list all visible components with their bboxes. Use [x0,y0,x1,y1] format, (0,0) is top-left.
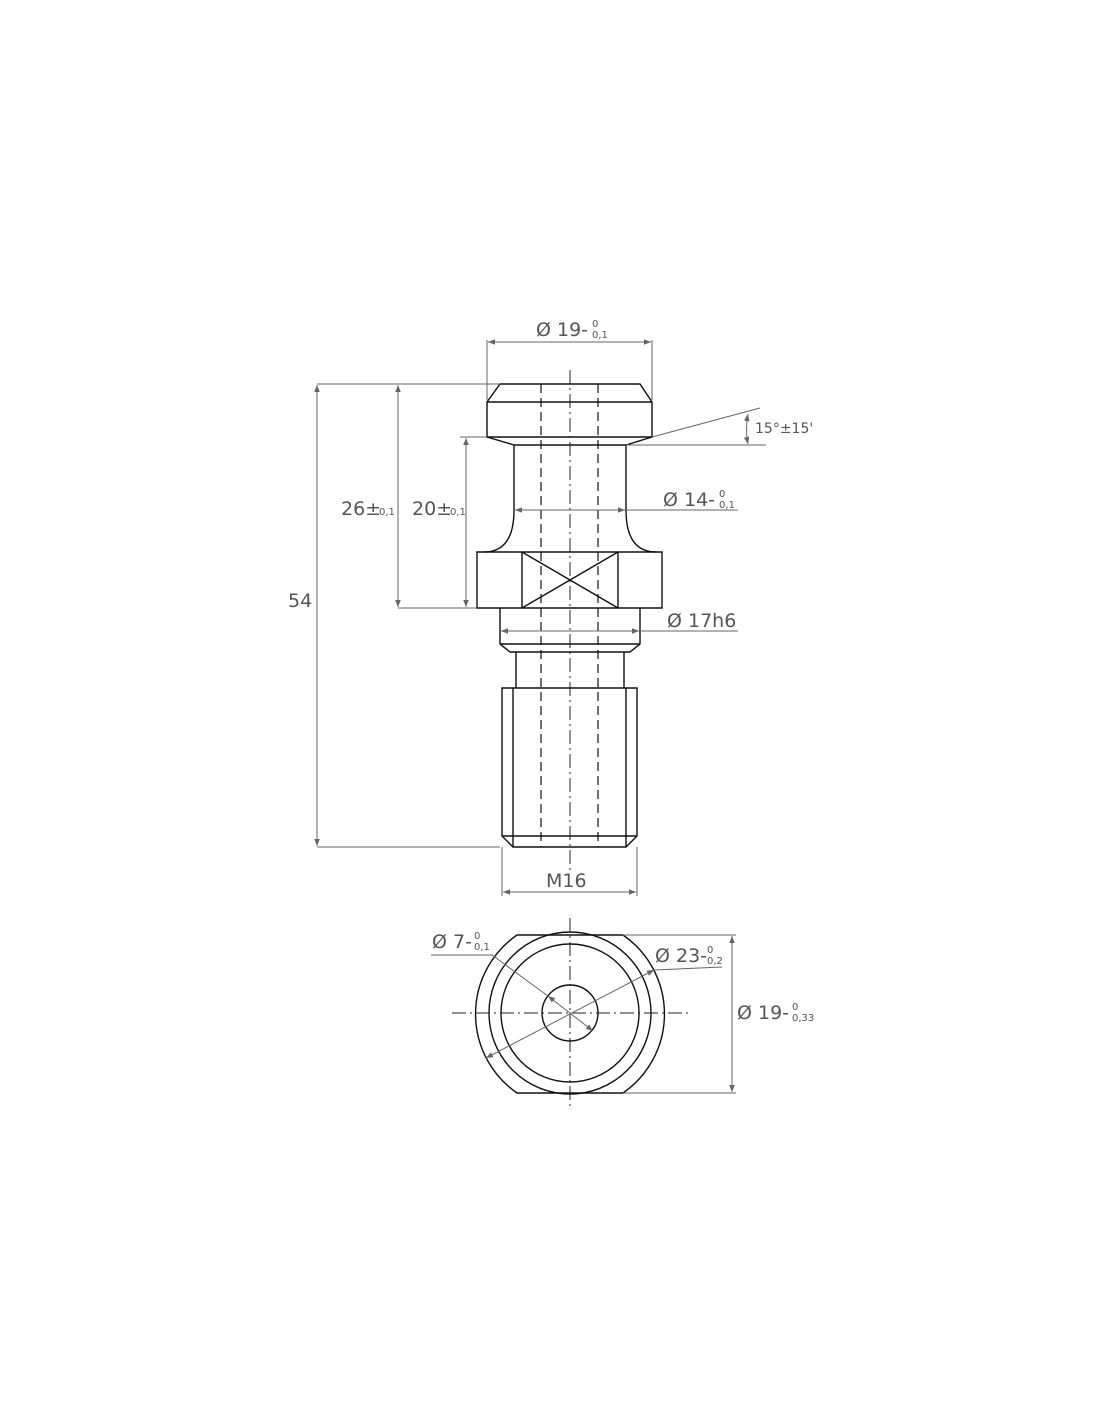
shank [515,652,625,688]
tol-upper: 0 [707,945,713,956]
flat-width-label: Ø 19- [737,1002,789,1024]
hex-collar [476,551,663,609]
side-view [476,370,663,870]
thread-label: M16 [546,870,587,892]
total-length-label: 54 [288,590,312,612]
neck-diameter-label: Ø 14- [663,489,715,511]
collar-diameter-label: Ø 17h6 [667,610,736,632]
thread-section [501,687,638,848]
bore-diameter-label: Ø 7- [432,931,472,953]
dimensions: Ø 19- 0 0,1 54 26± 0,1 20± 0,1 15°±15' Ø… [288,319,813,896]
tol-upper: 0 [719,489,725,500]
tol-lower: 0,1 [592,330,608,341]
tol-lower: 0,1 [474,942,490,953]
length-20-label: 20± [412,498,452,520]
bore-hidden-lines [540,384,599,847]
tol-lower: 0,33 [792,1013,814,1024]
tol: 0,1 [379,507,395,518]
tol-upper: 0 [592,319,598,330]
tol-lower: 0,1 [719,500,735,511]
head-diameter-label: Ø 19- [536,319,588,341]
angle-label: 15°±15' [755,421,813,437]
tol-upper: 0 [474,931,480,942]
flange-diameter-label: Ø 23- [655,945,707,967]
tol: 0,1 [450,507,466,518]
tol-upper: 0 [792,1002,798,1013]
end-view: Ø 19- 0 0,33 Ø 7- 0 0,1 Ø 23- 0 0,2 [431,918,814,1110]
tol-lower: 0,2 [707,956,723,967]
length-26-label: 26± [341,498,381,520]
